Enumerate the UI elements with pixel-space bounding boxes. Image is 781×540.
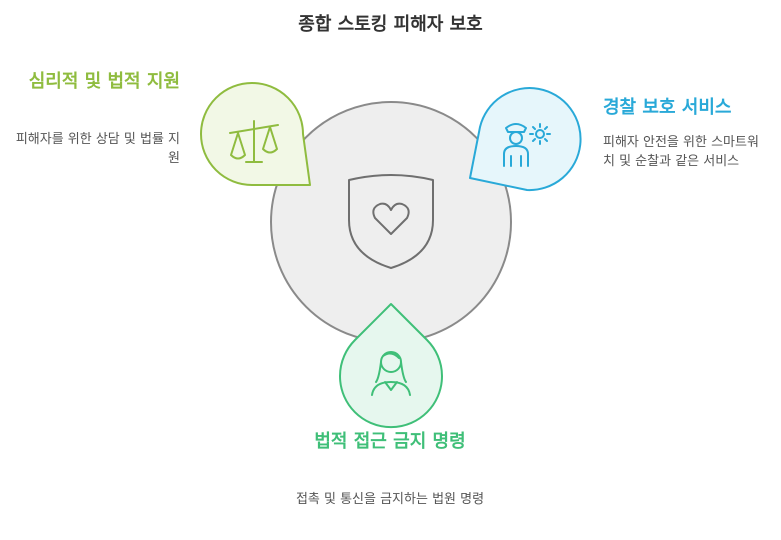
item-heading-police-service: 경찰 보호 서비스 (603, 97, 732, 118)
shield-heart-icon (348, 174, 434, 269)
police-service-drop (469, 87, 582, 192)
item-heading-restraining-order: 법적 접근 금지 명령 (314, 431, 466, 452)
psychological-legal-drop (200, 82, 311, 186)
restraining-order-drop (339, 303, 443, 429)
scales-icon (229, 120, 279, 163)
page-title: 종합 스토킹 피해자 보호 (298, 14, 483, 35)
item-description-restraining-order: 접촉 및 통신을 금지하는 법원 명령 (295, 492, 485, 507)
woman-icon (371, 351, 411, 396)
police-officer-icon (503, 123, 551, 167)
item-heading-psychological-legal: 심리적 및 법적 지원 (28, 71, 180, 92)
item-description-psychological-legal: 피해자를 위한 상담 및 법률 지원 (15, 132, 180, 166)
item-description-police-service: 피해자 안전을 위한 스마트워치 및 순찰과 같은 서비스 (603, 135, 759, 169)
